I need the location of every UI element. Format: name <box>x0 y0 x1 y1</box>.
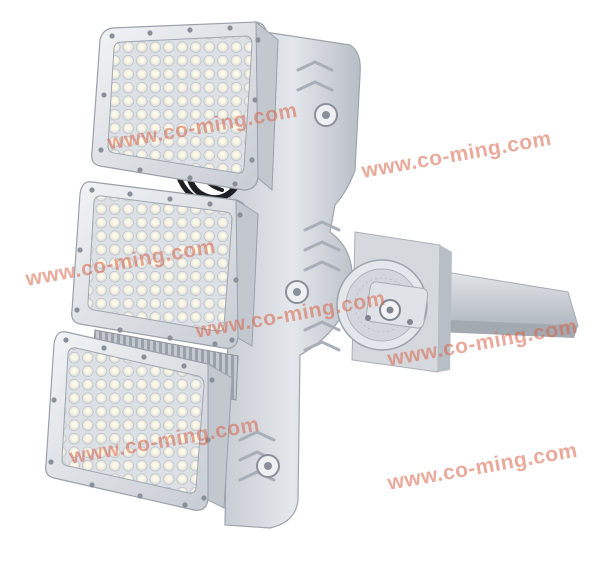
pivot-hub <box>336 259 429 351</box>
bracket-bolt <box>285 280 309 304</box>
module-screws <box>74 187 243 347</box>
bracket-bolt <box>314 103 338 127</box>
led-module-top <box>91 20 279 192</box>
led-module-middle <box>71 181 259 349</box>
led-module-bottom <box>45 331 233 511</box>
bracket-bolt <box>256 454 280 478</box>
module-screws <box>48 337 215 508</box>
module-screws <box>98 25 261 187</box>
